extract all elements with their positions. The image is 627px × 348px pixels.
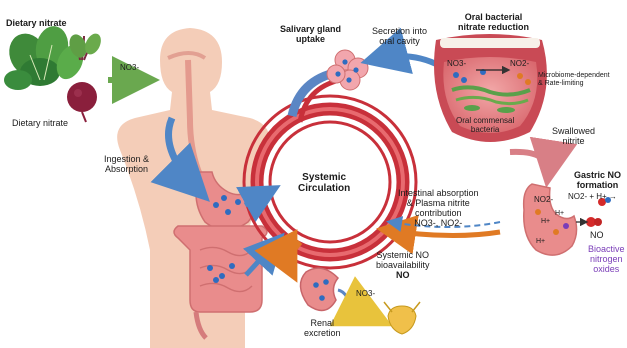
bladder-icon — [384, 302, 420, 334]
gastric-equation: NO2- + H+ → — [568, 193, 617, 202]
stomach-h3-label: H+ — [536, 238, 545, 246]
kidney-icon — [300, 268, 352, 312]
dietary-nitrate-caption: Dietary nitrate — [12, 118, 68, 128]
stomach-no2-label: NO2- — [534, 196, 553, 205]
microbiome-note: Microbiome-dependent& Rate-limiting — [538, 72, 610, 88]
swallowed-nitrite-arrow — [510, 152, 548, 176]
stomach-h1-label: H+ — [541, 218, 550, 226]
no3-intake-label: NO3- — [120, 64, 139, 73]
kidney-no3-label: NO3- — [356, 290, 375, 299]
intestinal-absorption-arrow — [386, 230, 500, 236]
dietary-nitrate-title: Dietary nitrate — [6, 18, 67, 28]
ingestion-label: Ingestion &Absorption — [104, 154, 149, 174]
urine-arrow — [350, 305, 380, 320]
leafy-greens-icon — [2, 24, 88, 90]
tongue-no3-label: NO3- — [447, 60, 466, 69]
stomach-h2-label: H+ — [555, 210, 564, 218]
tongue-no2-label: NO2- — [510, 60, 529, 69]
no-molecule-label: NO — [590, 230, 604, 240]
secretion-arrow — [372, 56, 440, 66]
